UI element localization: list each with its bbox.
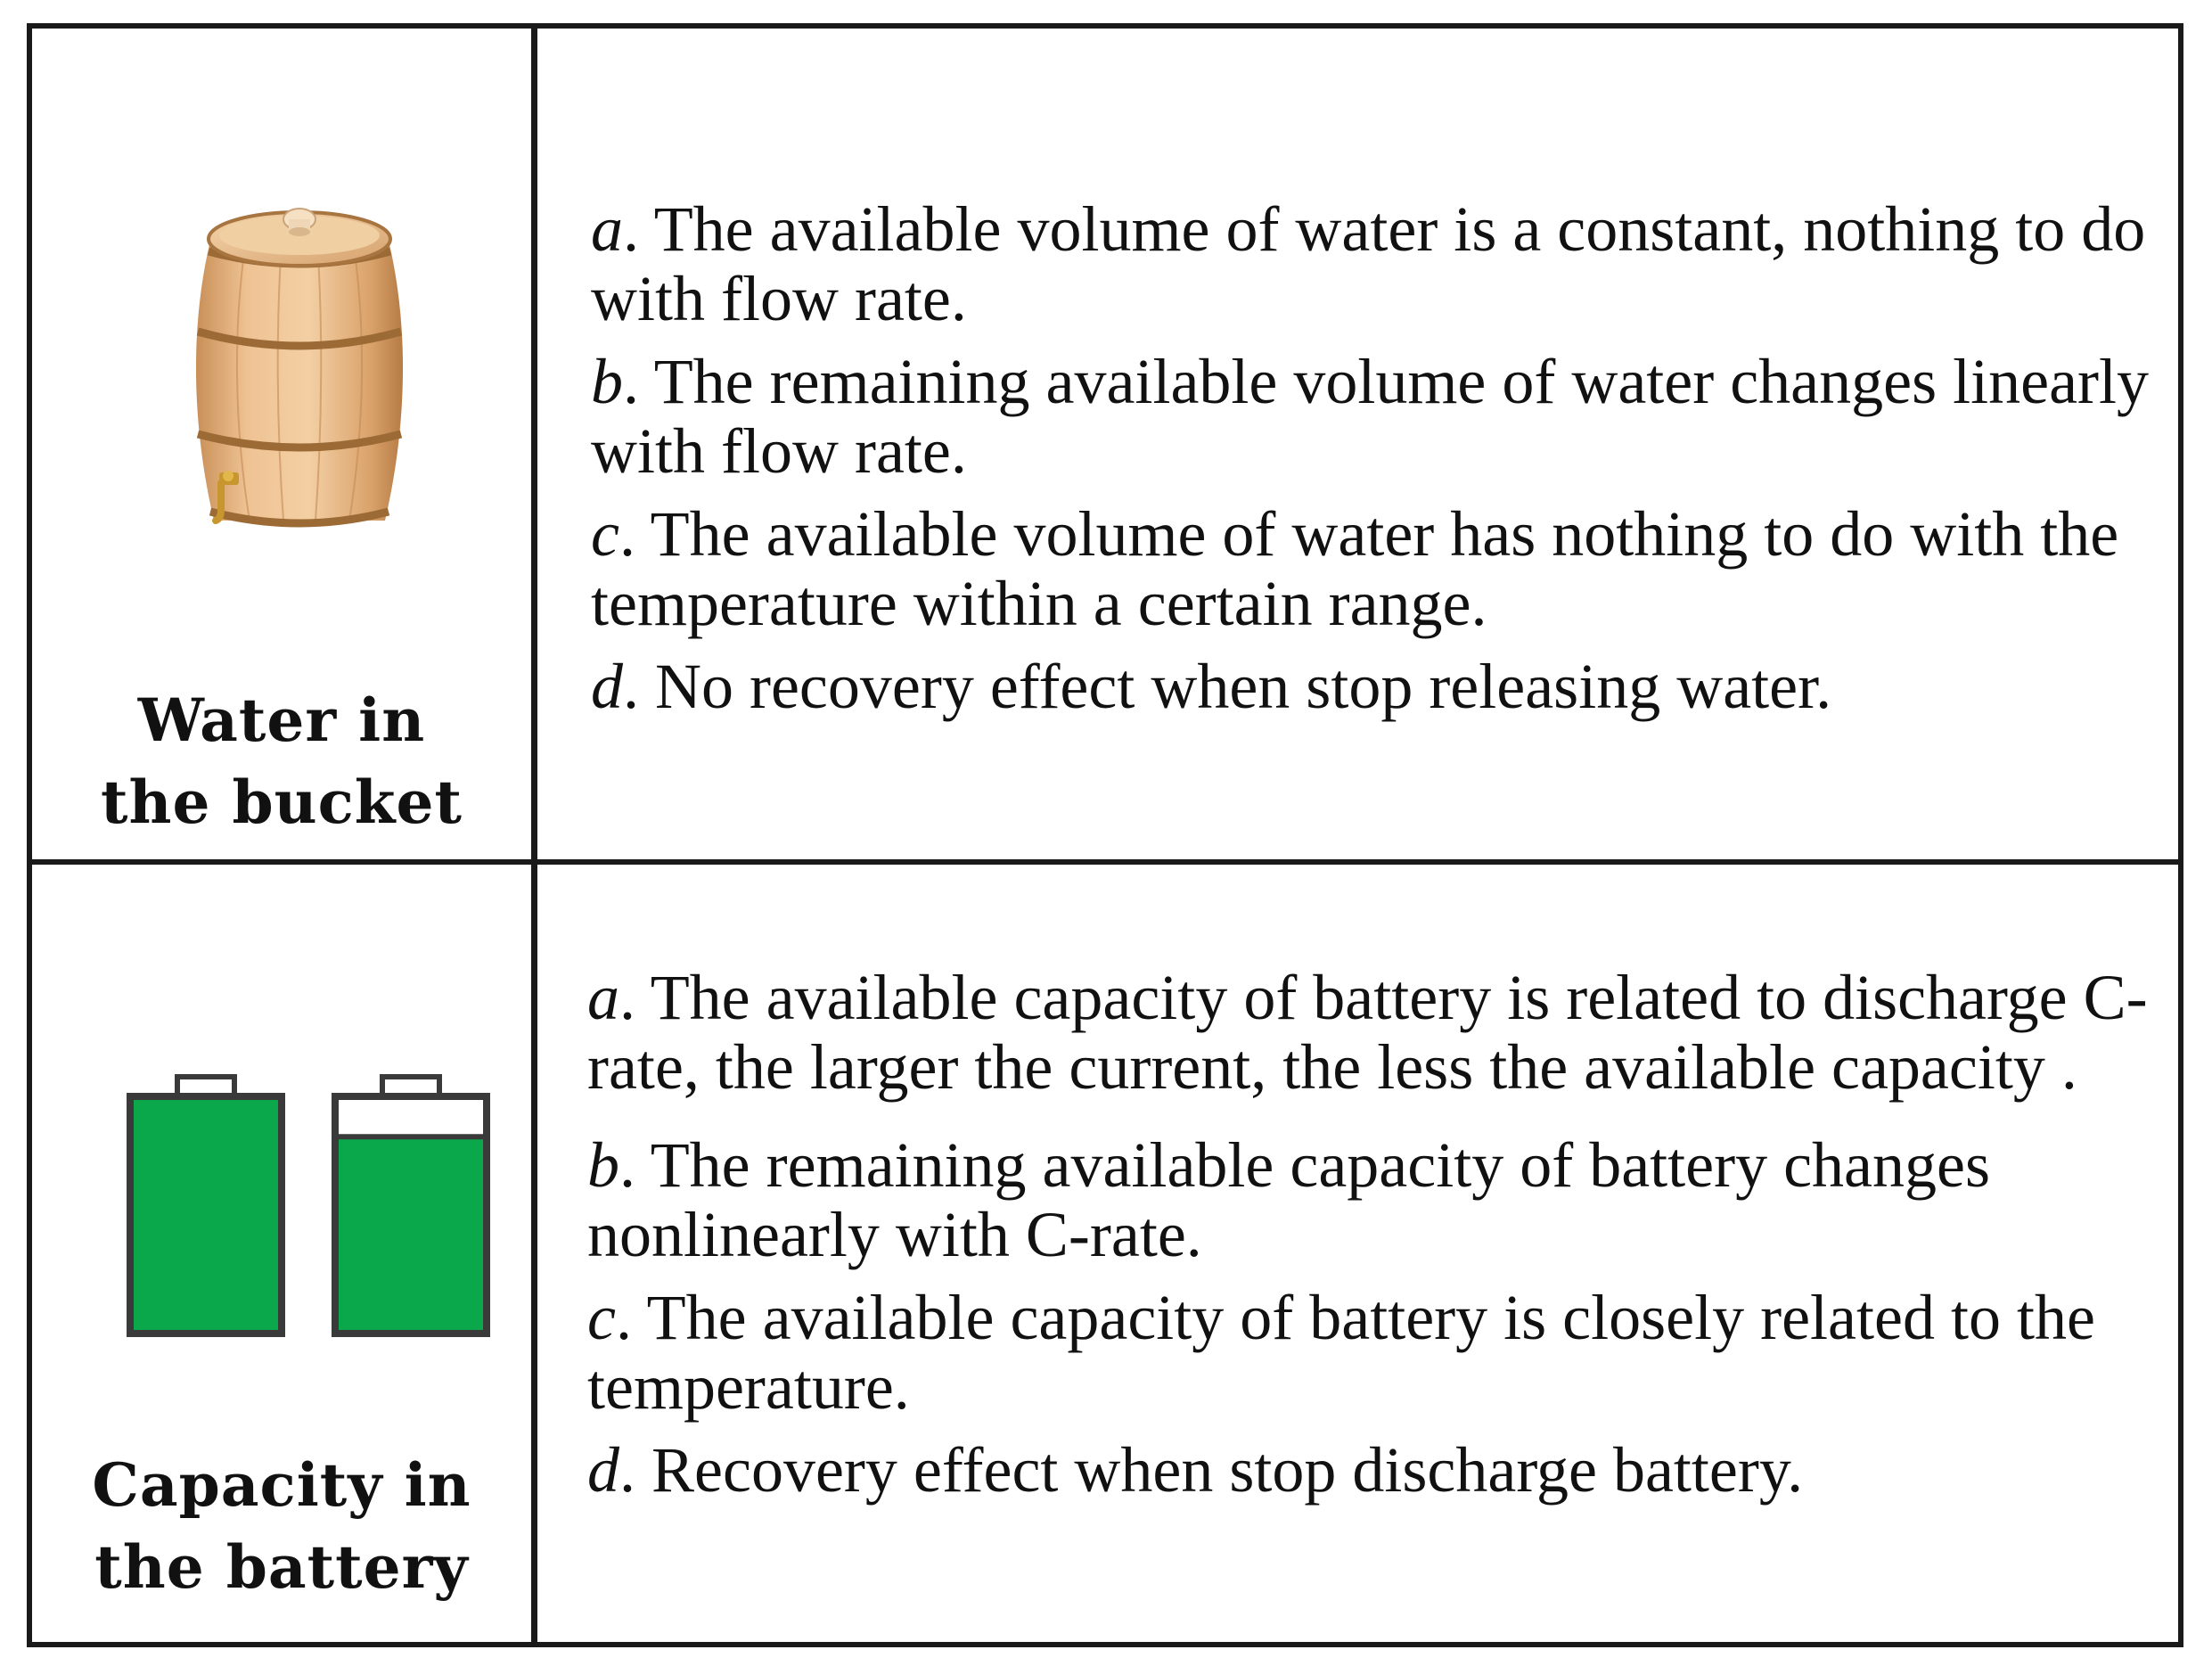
statement-text: . No recovery effect when stop releasing… <box>623 651 1832 722</box>
statement-text: . The available volume of water has noth… <box>591 498 2119 639</box>
statement-item: b. The remaining available capacity of b… <box>587 1130 2183 1269</box>
row-battery-statements-cell: a. The available capacity of battery is … <box>537 865 2178 1647</box>
statement-text: . The remaining available volume of wate… <box>591 346 2150 487</box>
statement-letter: a <box>587 962 619 1033</box>
battery-charge-fill <box>339 1137 483 1330</box>
statement-letter: d <box>587 1434 619 1506</box>
battery-icon <box>127 1074 490 1337</box>
statement-list: a. The available capacity of battery is … <box>587 963 2183 1505</box>
statement-list: a. The available volume of water is a co… <box>591 194 2159 721</box>
row-water-statements-cell: a. The available volume of water is a co… <box>537 29 2178 859</box>
statement-letter: c <box>591 498 619 570</box>
column-divider <box>531 29 537 1642</box>
row-divider <box>32 859 2178 865</box>
statement-letter: b <box>587 1129 619 1201</box>
row-water-label-cell: Water in the bucket <box>32 29 531 859</box>
statement-item: a. The available capacity of battery is … <box>587 963 2183 1102</box>
row-label: Water in the bucket <box>101 685 463 837</box>
statement-letter: a <box>591 193 623 265</box>
statement-text: . Recovery effect when stop discharge ba… <box>619 1434 1804 1506</box>
statement-text: . The remaining available capacity of ba… <box>587 1129 1990 1270</box>
statement-item: c. The available volume of water has not… <box>591 499 2159 638</box>
statement-item: a. The available volume of water is a co… <box>591 194 2159 333</box>
statement-item: c. The available capacity of battery is … <box>587 1283 2183 1422</box>
statement-letter: d <box>591 651 623 722</box>
statement-item: d. No recovery effect when stop releasin… <box>591 652 2159 721</box>
statement-text: . The available volume of water is a con… <box>591 193 2146 334</box>
row-battery-label-cell: Capacity in the battery <box>32 865 531 1647</box>
statement-item: d. Recovery effect when stop discharge b… <box>587 1435 2183 1505</box>
statement-letter: b <box>591 346 623 417</box>
statement-item: b. The remaining available volume of wat… <box>591 347 2159 486</box>
statement-text: . The available capacity of battery is r… <box>587 962 2148 1103</box>
barrel-icon <box>195 208 404 528</box>
comparison-table: Water in the bucket a. The available vol… <box>27 23 2183 1647</box>
statement-letter: c <box>587 1282 616 1353</box>
battery-charge-fill <box>134 1100 278 1330</box>
battery-cell-icon <box>127 1074 285 1337</box>
battery-cell-icon <box>332 1074 490 1337</box>
statement-text: . The available capacity of battery is c… <box>587 1282 2095 1423</box>
row-label: Capacity in the battery <box>92 1450 471 1602</box>
